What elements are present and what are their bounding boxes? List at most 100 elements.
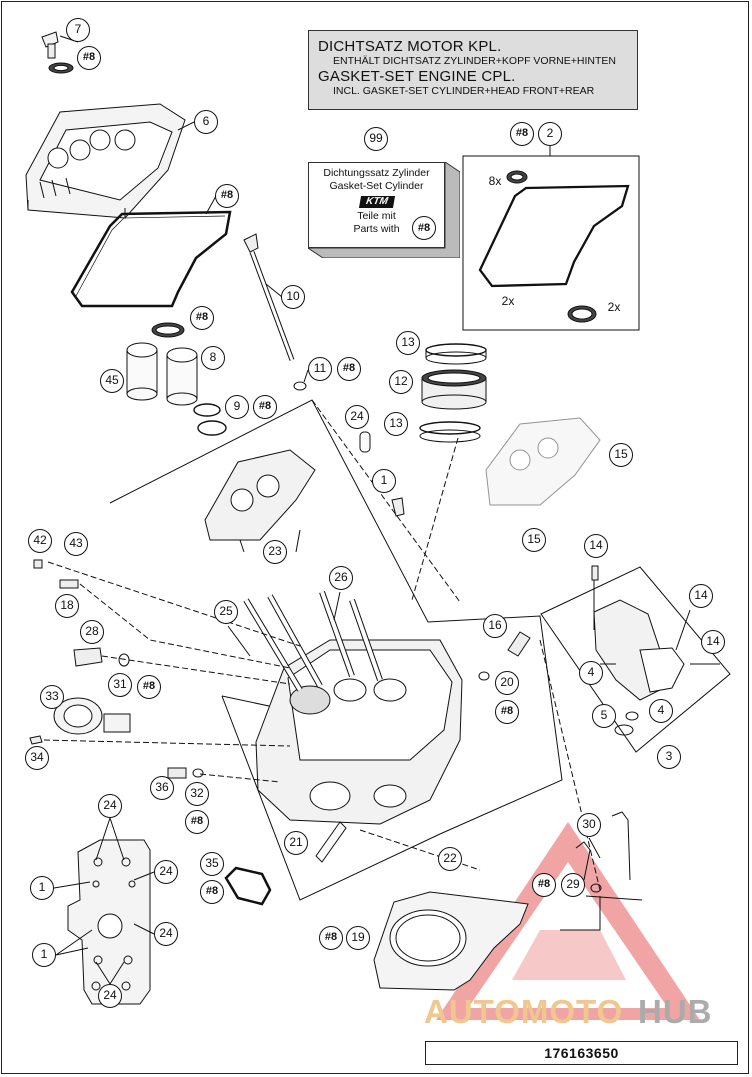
ktm-logo-icon: KTM (358, 196, 395, 208)
cylinder-head-drawing (255, 639, 463, 825)
head-gasket-plate-drawing (67, 839, 151, 1005)
gasket-set-title-en: GASKET-SET ENGINE CPL. (318, 68, 516, 85)
spark-plug-tubes-drawing (126, 322, 227, 436)
callout-22: 22 (438, 847, 462, 871)
valve-guides-drawing (243, 590, 383, 692)
valve-cover-gasket-drawing (70, 210, 232, 308)
kit-callout: 99 (364, 127, 388, 151)
callout-10: 10 (281, 285, 305, 309)
callout-1: 1 (30, 876, 54, 900)
callout-23: 23 (263, 540, 287, 564)
callout-ref-8: #8 (190, 306, 214, 330)
callout-7: 7 (66, 18, 90, 42)
kit-box-3d-edge (308, 162, 460, 258)
callout-ref-8: #8 (137, 675, 161, 699)
watermark-triangle-icon (436, 822, 700, 1020)
gasket-set-title-de: DICHTSATZ MOTOR KPL. (318, 38, 502, 55)
callout-24: 24 (98, 984, 122, 1008)
callout-13: 13 (384, 412, 408, 436)
leader-lines-dashed (43, 399, 601, 891)
kit-parts-de: Teile mit (357, 210, 396, 222)
callout-ref-8: #8 (185, 810, 209, 834)
quantity-note: 2x (607, 300, 621, 314)
callout-24: 24 (98, 794, 122, 818)
chain-tensioner-drawing (591, 565, 720, 736)
callout-14: 14 (701, 630, 725, 654)
callout-6: 6 (194, 110, 218, 134)
callout-32: 32 (185, 782, 209, 806)
callout-24: 24 (154, 860, 178, 884)
callout-43: 43 (64, 532, 88, 556)
oil-filler-plug-drawing (41, 31, 74, 74)
callout-12: 12 (389, 370, 413, 394)
callout-4: 4 (649, 699, 673, 723)
kit-parts-en: Parts with (353, 223, 400, 235)
callout-ref-8: #8 (215, 184, 239, 208)
quantity-note: 2x (501, 294, 515, 308)
callout-11: 11 (308, 357, 332, 381)
callout-5: 5 (592, 704, 616, 728)
callout-13: 13 (396, 331, 420, 355)
callout-ref-8: #8 (510, 122, 534, 146)
callout-ref-8: #8 (532, 873, 556, 897)
callout-16: 16 (483, 614, 507, 638)
kit-parts-row: Teile mit Parts with #8 (309, 210, 444, 240)
camshaft-carrier-front-drawing (204, 449, 316, 553)
callout-1: 1 (372, 469, 396, 493)
cylinder-head-group-outline (109, 399, 563, 901)
cylinder-gasket-kit-frame (462, 155, 640, 331)
callout-3: 3 (657, 745, 681, 769)
callout-ref-8: #8 (337, 357, 361, 381)
leader-lines-solid (53, 35, 601, 985)
callout-24: 24 (345, 405, 369, 429)
callout-20: 20 (495, 671, 519, 695)
callout-29: 29 (561, 873, 585, 897)
gasket-set-info-box: DICHTSATZ MOTOR KPL. ENTHÄLT DICHTSATZ Z… (308, 30, 638, 110)
cylinder-sleeve-drawing (419, 343, 487, 443)
callout-14: 14 (584, 534, 608, 558)
callout-ref-8: #8 (495, 700, 519, 724)
callout-4: 4 (579, 661, 603, 685)
watermark-text-auto: AUTOMOTO (424, 993, 624, 1030)
kit-title-de: Dichtungssatz Zylinder (323, 167, 430, 179)
callout-ref-8: #8 (253, 395, 277, 419)
camshaft-carrier-drawing (485, 417, 601, 506)
gasket-set-desc-de: ENTHÄLT DICHTSATZ ZYLINDER+KOPF VORNE+HI… (333, 55, 616, 67)
gasket-set-desc-en: INCL. GASKET-SET CYLINDER+HEAD FRONT+REA… (333, 85, 595, 97)
kit-parts-ref: #8 (412, 216, 436, 240)
callout-34: 34 (25, 746, 49, 770)
callout-33: 33 (40, 685, 64, 709)
kit-title-en: Gasket-Set Cylinder (329, 180, 424, 192)
callout-25: 25 (214, 600, 238, 624)
callout-42: 42 (28, 529, 52, 553)
callout-28: 28 (80, 620, 104, 644)
sensor-parts-drawing (29, 559, 204, 779)
callout-31: 31 (108, 673, 132, 697)
head-gasket-drawing (373, 891, 529, 991)
callout-30: 30 (577, 813, 601, 837)
callout-ref-8: #8 (319, 926, 343, 950)
callout-9: 9 (225, 395, 249, 419)
callout-18: 18 (55, 594, 79, 618)
callout-45: 45 (100, 369, 124, 393)
callout-2: 2 (538, 122, 562, 146)
gasket-kit-box: Dichtungssatz Zylinder Gasket-Set Cylind… (308, 162, 460, 258)
kit-label-panel: Dichtungssatz Zylinder Gasket-Set Cylind… (308, 162, 445, 248)
watermark-text-hub: HUB (638, 993, 713, 1030)
part-number-label: 176163650 (425, 1041, 738, 1065)
callout-8: 8 (201, 346, 225, 370)
callout-21: 21 (284, 831, 308, 855)
callout-15: 15 (609, 443, 633, 467)
callout-36: 36 (150, 776, 174, 800)
callout-35: 35 (200, 852, 224, 876)
callout-1: 1 (32, 943, 56, 967)
callout-19: 19 (346, 926, 370, 950)
callout-24: 24 (154, 922, 178, 946)
callout-ref-8: #8 (77, 46, 101, 70)
callout-14: 14 (689, 584, 713, 608)
quantity-note: 8x (488, 174, 502, 188)
callout-15: 15 (522, 528, 546, 552)
